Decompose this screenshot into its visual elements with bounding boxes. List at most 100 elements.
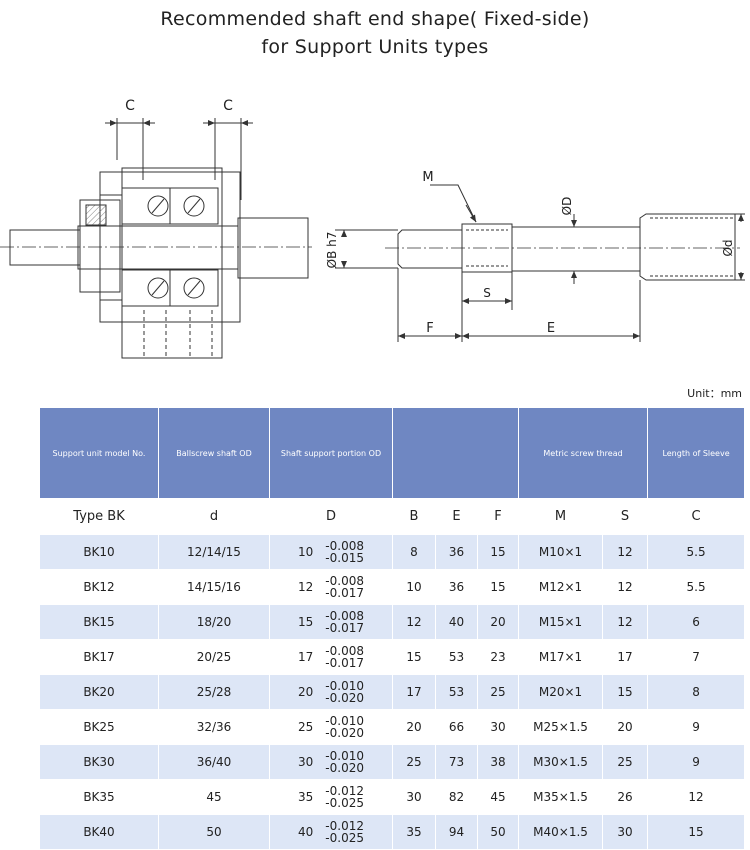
cell-D: 12-0.008-0.017 (269, 569, 393, 605)
cell-M: M10×1 (518, 534, 604, 570)
dim-label-c-right: C (223, 98, 233, 114)
cell-D-tol-lower: -0.017 (325, 586, 364, 600)
cell-D: 30-0.010-0.020 (269, 744, 393, 780)
unit-label: Unit：mm (687, 387, 742, 400)
cell-d: 45 (158, 779, 270, 815)
support-unit-assembly (0, 118, 312, 359)
dim-label-m: M (422, 170, 433, 185)
cell-D-tol-lower: -0.020 (325, 691, 364, 705)
cell-S: 12 (602, 534, 649, 570)
cell-E: 40 (435, 604, 478, 640)
cell-E: 94 (435, 814, 478, 850)
cell-d: 14/15/16 (158, 569, 270, 605)
dim-label-s: S (483, 286, 491, 300)
cell-B: 35 (392, 814, 436, 850)
cell-C: 5.5 (647, 569, 746, 605)
cell-type: BK10 (39, 534, 159, 570)
cell-M: M15×1 (518, 604, 604, 640)
subheader-S: S (602, 498, 649, 535)
subheader-M: M (518, 498, 604, 535)
dim-label-od-small: Ød (721, 239, 735, 256)
cell-D: 35-0.012-0.025 (269, 779, 393, 815)
cell-D-tol-upper: -0.010 (325, 714, 364, 728)
cell-E: 53 (435, 639, 478, 675)
cell-D-nominal: 35 (298, 790, 314, 804)
shaft-drawing: C C (0, 98, 745, 359)
header-thread: Metric screw thread (518, 407, 649, 499)
cell-d: 20/25 (158, 639, 270, 675)
cell-D-tol-lower: -0.015 (325, 551, 364, 565)
cell-B: 12 (392, 604, 436, 640)
cell-D-tol-lower: -0.025 (325, 831, 364, 845)
cell-E: 53 (435, 674, 478, 710)
dim-label-ob-h7: ØB h7 (325, 232, 339, 269)
cell-d: 25/28 (158, 674, 270, 710)
cell-C: 15 (647, 814, 746, 850)
cell-type: BK40 (39, 814, 159, 850)
cell-D-tol-lower: -0.025 (325, 796, 364, 810)
cell-D-nominal: 12 (298, 580, 314, 594)
cell-D: 10 -0.008-0.015 (269, 534, 393, 570)
cell-D-tol-upper: -0.010 (325, 749, 364, 763)
cell-type: BK25 (39, 709, 159, 745)
cell-F: 15 (476, 534, 520, 570)
subheader-d: d (158, 498, 270, 535)
subheader-D: D (269, 498, 393, 535)
cell-D-tol-upper: -0.008 (325, 539, 364, 553)
header-blank (391, 407, 520, 499)
spec-table: Support unit model No. Ballscrew shaft O… (39, 407, 746, 850)
cell-D-tol-upper: -0.008 (325, 644, 364, 658)
cell-D-nominal: 17 (298, 650, 314, 664)
cell-D-nominal: 10 (298, 545, 314, 559)
cell-F: 45 (476, 779, 520, 815)
cell-D-tol-upper: -0.012 (325, 819, 364, 833)
shaft-end-profile (335, 184, 745, 342)
dim-label-od-large: ØD (560, 197, 574, 216)
cell-D: 15-0.008-0.017 (269, 604, 393, 640)
cell-M: M20×1 (518, 674, 604, 710)
cell-type: BK12 (39, 569, 159, 605)
cell-C: 7 (647, 639, 746, 675)
cell-C: 9 (647, 709, 746, 745)
header-shaft-od: Ballscrew shaft OD (158, 407, 270, 499)
cell-B: 25 (392, 744, 436, 780)
cell-F: 15 (476, 569, 520, 605)
cell-type: BK30 (39, 744, 159, 780)
cell-M: M35×1.5 (518, 779, 604, 815)
cell-M: M40×1.5 (518, 814, 604, 850)
cell-S: 20 (602, 709, 649, 745)
cell-d: 12/14/15 (158, 534, 270, 570)
cell-C: 12 (647, 779, 746, 815)
cell-type: BK15 (39, 604, 159, 640)
table-header-row: Support unit model No. Ballscrew shaft O… (39, 407, 746, 499)
cell-M: M25×1.5 (518, 709, 604, 745)
header-support-od: Shaft support portion OD (269, 407, 393, 499)
cell-S: 30 (602, 814, 649, 850)
cell-d: 32/36 (158, 709, 270, 745)
cell-B: 10 (392, 569, 436, 605)
cell-B: 15 (392, 639, 436, 675)
cell-d: 36/40 (158, 744, 270, 780)
cell-d: 18/20 (158, 604, 270, 640)
cell-D-tol-lower: -0.017 (325, 621, 364, 635)
dim-label-c-left: C (125, 98, 135, 114)
title-line-2: for Support Units types (261, 36, 489, 58)
cell-M: M17×1 (518, 639, 604, 675)
cell-B: 8 (392, 534, 436, 570)
cell-E: 36 (435, 534, 478, 570)
header-sleeve: Length of Sleeve (647, 407, 746, 499)
cell-d: 50 (158, 814, 270, 850)
title-line-1: Recommended shaft end shape( Fixed-side) (160, 8, 590, 30)
cell-C: 9 (647, 744, 746, 780)
header-model: Support unit model No. (39, 407, 159, 499)
cell-B: 20 (392, 709, 436, 745)
cell-F: 30 (476, 709, 520, 745)
